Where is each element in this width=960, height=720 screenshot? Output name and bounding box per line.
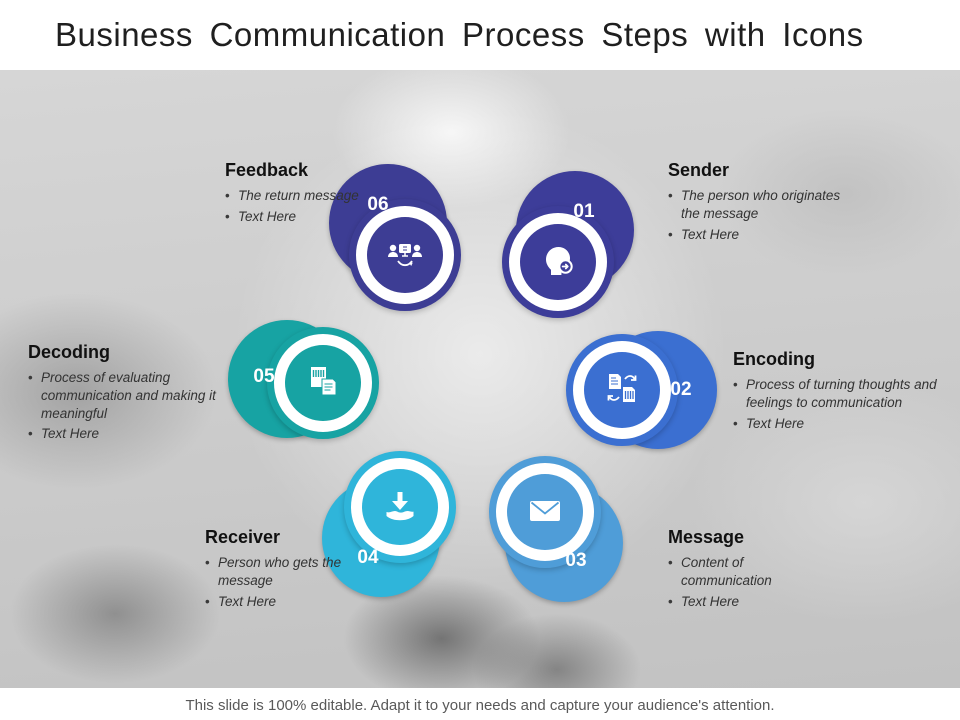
step-number: 01 — [573, 201, 595, 222]
step-bullet: The return message — [225, 187, 365, 205]
step-node-receiver: 04 — [322, 432, 475, 597]
step-node-sender: 01 — [483, 171, 634, 337]
step-core — [362, 469, 438, 545]
envelope-icon — [523, 490, 567, 535]
step-title: Encoding — [733, 349, 815, 369]
step-bullet: Text Here — [205, 593, 355, 611]
step-core — [507, 474, 583, 550]
step-number: 02 — [670, 379, 692, 400]
step-number: 03 — [565, 550, 587, 571]
people-display-icon — [383, 233, 427, 278]
step-bullet: Text Here — [28, 425, 228, 443]
step-number: 05 — [253, 366, 275, 387]
step-bullet: Process of evaluating communication and … — [28, 369, 228, 422]
step-text-message: Message Content of communication Text He… — [668, 527, 828, 613]
step-text-sender: Sender The person who originates the mes… — [668, 160, 853, 246]
step-bullet: Person who gets the message — [205, 554, 355, 590]
step-text-receiver: Receiver Person who gets the message Tex… — [205, 527, 355, 613]
step-core — [584, 352, 660, 428]
step-node-message: 03 — [470, 437, 623, 602]
hand-download-icon — [380, 485, 420, 530]
step-number: 04 — [357, 547, 379, 568]
step-text-decoding: Decoding Process of evaluating communica… — [28, 342, 228, 446]
slide-title: Business Communication Process Steps wit… — [55, 16, 864, 53]
step-number: 06 — [367, 194, 389, 215]
document-convert-icon — [602, 368, 642, 413]
step-core — [285, 345, 361, 421]
step-node-decoding: 05 — [228, 308, 398, 458]
speaking-head-icon — [538, 240, 578, 285]
step-title: Receiver — [205, 527, 281, 547]
step-bullet: Process of turning thoughts and feelings… — [733, 376, 938, 412]
step-bullet: Text Here — [668, 226, 853, 244]
step-title: Message — [668, 527, 745, 547]
step-bullet: Text Here — [668, 593, 828, 611]
step-core — [367, 217, 443, 293]
step-title: Sender — [668, 160, 730, 180]
step-core — [520, 224, 596, 300]
step-text-feedback: Feedback The return message Text Here — [225, 160, 365, 229]
step-title: Decoding — [28, 342, 111, 362]
step-text-encoding: Encoding Process of turning thoughts and… — [733, 349, 938, 435]
footer-note: This slide is 100% editable. Adapt it to… — [185, 697, 775, 714]
step-node-encoding: 02 — [547, 315, 717, 465]
step-title: Feedback — [225, 160, 309, 180]
step-bullet: Text Here — [225, 208, 365, 226]
step-bullet: The person who originates the message — [668, 187, 853, 223]
barcode-document-icon — [303, 361, 343, 406]
step-node-feedback: 06 — [329, 164, 480, 330]
step-bullet: Text Here — [733, 415, 938, 433]
step-bullet: Content of communication — [668, 554, 828, 590]
